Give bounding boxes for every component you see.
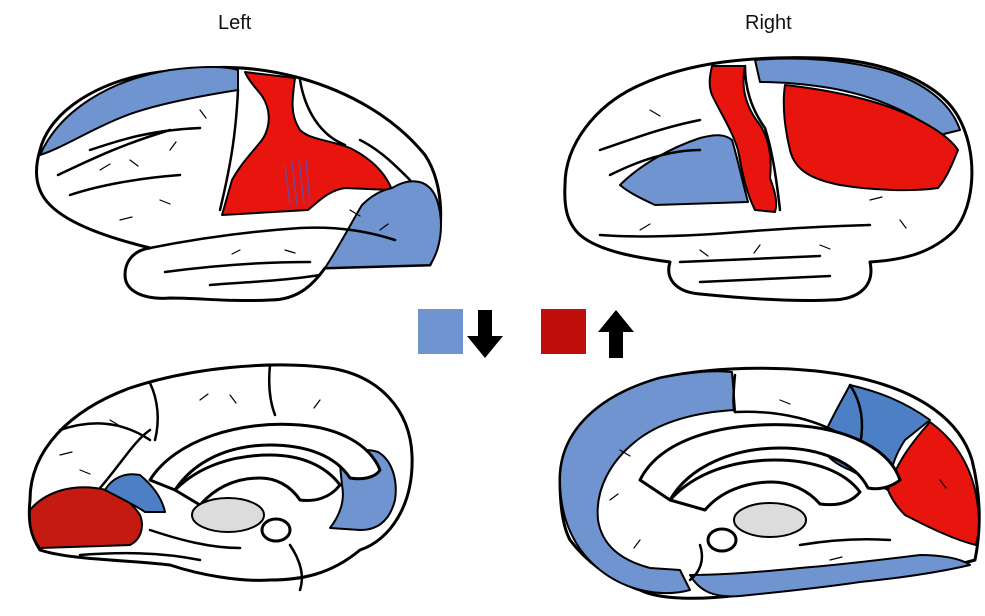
right-lateral-view	[565, 58, 972, 301]
down-arrow-icon	[467, 310, 503, 358]
left-thalamus	[262, 519, 290, 541]
right-medial-view	[560, 368, 979, 598]
left-corpus-callosum-cut	[192, 498, 264, 532]
up-arrow-icon	[598, 310, 634, 358]
right-thalamus	[708, 529, 736, 551]
legend	[418, 309, 634, 358]
legend-increase-swatch	[541, 309, 586, 354]
right-corpus-callosum-cut	[734, 503, 806, 537]
legend-decrease-swatch	[418, 309, 463, 354]
left-lateral-view	[37, 67, 441, 301]
left-medial-view	[29, 365, 412, 590]
